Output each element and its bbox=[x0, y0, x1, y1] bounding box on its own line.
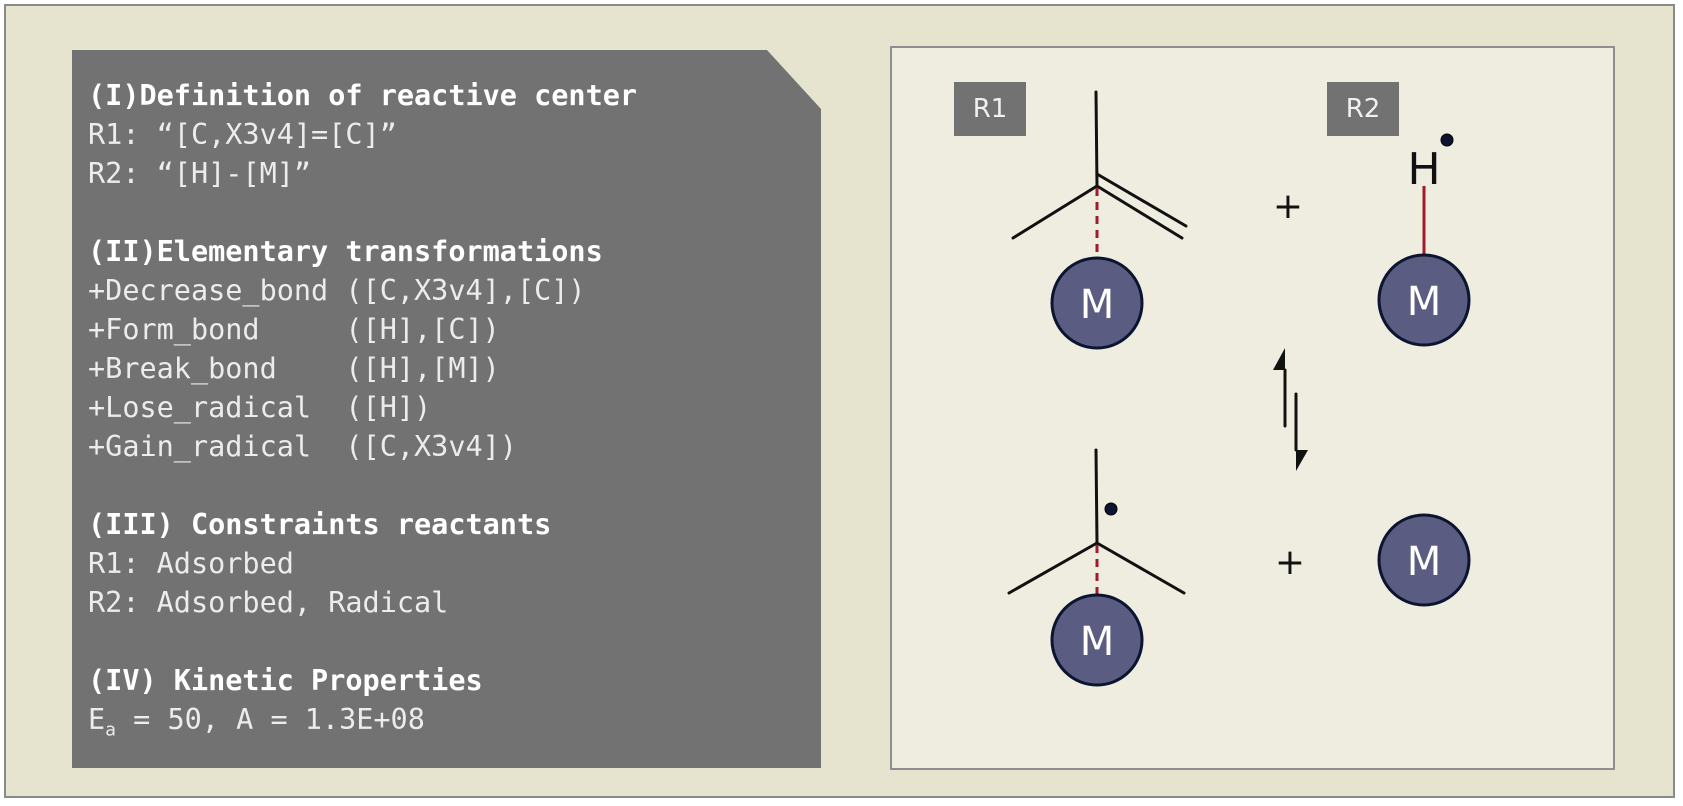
r1-double-bond-inner bbox=[1095, 172, 1188, 228]
r1-methyl-bond-top bbox=[1094, 90, 1099, 188]
reaction-definition-panel: (I)Definition of reactive center R1: “[C… bbox=[72, 50, 821, 768]
plus-sign-reactants: + bbox=[1273, 186, 1303, 227]
spacer bbox=[88, 466, 821, 505]
carbon-radical-dot-icon bbox=[1104, 502, 1118, 516]
r2-metal-atom bbox=[1377, 253, 1471, 347]
product-methyl-bond-left bbox=[1007, 541, 1099, 595]
equilibrium-arrowhead-up bbox=[1273, 348, 1285, 370]
product-methyl-bond-top bbox=[1094, 448, 1099, 545]
figure-frame: (I)Definition of reactive center R1: “[C… bbox=[4, 4, 1675, 798]
product-methyl-bond-right bbox=[1095, 541, 1186, 595]
r1-methyl-bond-left bbox=[1011, 184, 1099, 240]
h-radical-dot-icon bbox=[1440, 133, 1454, 147]
section-heading-elementary-transformations: (II)Elementary transformations bbox=[88, 235, 603, 268]
constraint-r2: R2: Adsorbed, Radical bbox=[88, 586, 449, 619]
reactive-center-r1: R1: “[C,X3v4]=[C]” bbox=[88, 118, 397, 151]
kinetic-values: Ea = 50, A = 1.3E+08 bbox=[88, 700, 821, 741]
transformation-gain-radical: +Gain_radical ([C,X3v4]) bbox=[88, 430, 517, 463]
r1-double-bond-outer bbox=[1095, 184, 1184, 240]
spacer bbox=[88, 622, 821, 661]
transformation-form-bond: +Form_bond ([H],[C]) bbox=[88, 313, 500, 346]
transformation-decrease-bond: +Decrease_bond ([C,X3v4],[C]) bbox=[88, 274, 586, 307]
product-metal-atom bbox=[1050, 593, 1144, 687]
reactant-label-r1: R1 bbox=[954, 82, 1026, 136]
r2-metal-label: M bbox=[1407, 279, 1442, 325]
reaction-scheme-panel: R1 R2 bbox=[890, 46, 1615, 770]
plus-sign-products: + bbox=[1275, 542, 1305, 583]
r1-metal-atom bbox=[1050, 256, 1144, 350]
spacer bbox=[88, 193, 821, 232]
section-heading-constraints: (III) Constraints reactants bbox=[88, 508, 552, 541]
product-metal-label: M bbox=[1080, 619, 1115, 665]
reaction-scheme-drawing: M M M M H + + bbox=[1007, 90, 1471, 687]
transformation-break-bond: +Break_bond ([H],[M]) bbox=[88, 352, 500, 385]
reactant-label-r2: R2 bbox=[1327, 82, 1399, 136]
activation-energy-symbol: E bbox=[88, 703, 106, 736]
free-metal-atom bbox=[1377, 513, 1471, 607]
kinetic-values-text: = 50, A = 1.3E+08 bbox=[116, 703, 425, 736]
r1-metal-label: M bbox=[1080, 282, 1115, 328]
equilibrium-arrowhead-down bbox=[1296, 450, 1308, 471]
constraint-r1: R1: Adsorbed bbox=[88, 547, 294, 580]
hydrogen-atom-label: H bbox=[1407, 144, 1440, 195]
reactive-center-r2: R2: “[H]-[M]” bbox=[88, 157, 312, 190]
free-metal-label: M bbox=[1407, 539, 1442, 585]
activation-energy-subscript: a bbox=[105, 719, 117, 741]
transformation-lose-radical: +Lose_radical ([H]) bbox=[88, 391, 432, 424]
section-heading-reactive-center: (I)Definition of reactive center bbox=[88, 79, 638, 112]
section-heading-kinetic-properties: (IV) Kinetic Properties bbox=[88, 664, 483, 697]
